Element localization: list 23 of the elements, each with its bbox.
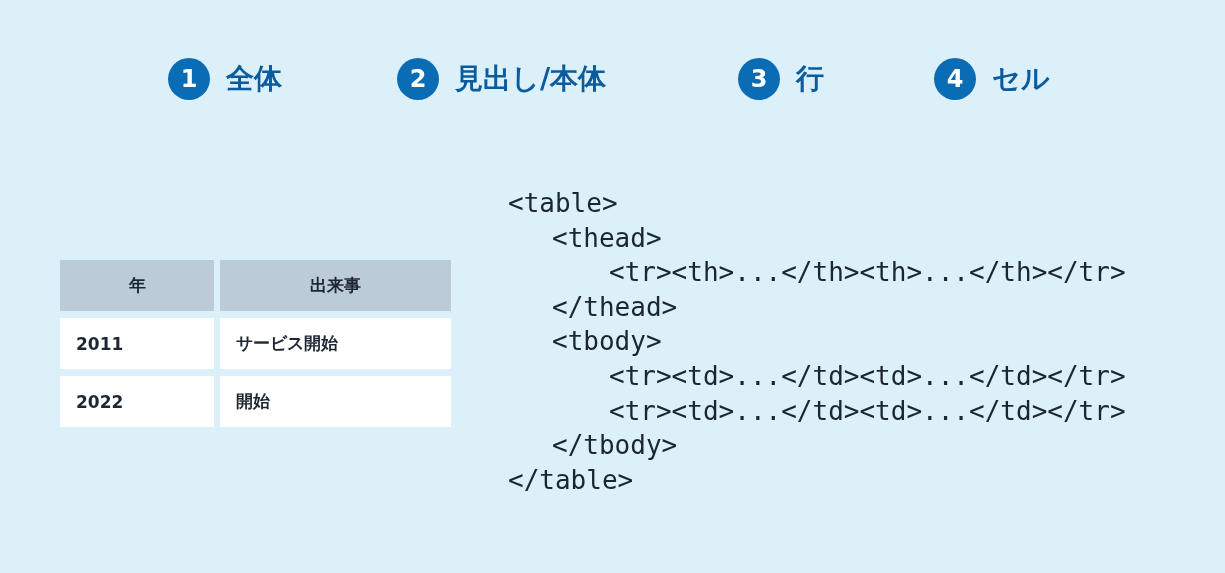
section-label: セル	[992, 61, 1050, 97]
code-line: </table>	[508, 464, 634, 495]
number-badge: 2	[397, 58, 439, 100]
section-label: 行	[796, 61, 824, 97]
code-line: <table>	[508, 188, 618, 218]
code-line: <tr><th>...</th><th>...</th></tr>	[609, 257, 1126, 288]
number-badge: 1	[168, 58, 210, 100]
code-line: <thead>	[552, 222, 662, 253]
code-line: </tbody>	[552, 430, 678, 461]
code-line: </thead>	[552, 291, 678, 322]
code-line: <tr><td>...</td><td>...</td></tr>	[609, 361, 1126, 391]
table-header-cell: 年	[60, 260, 214, 311]
code-line: <tr><td>...</td><td>...</td></tr>	[609, 395, 1126, 426]
table-cell: 2022	[60, 376, 214, 427]
number-badge: 3	[738, 58, 780, 100]
table-header-cell: 出来事	[220, 260, 451, 311]
table-cell: 2011	[60, 318, 214, 369]
section-label: 全体	[226, 61, 282, 97]
table-cell: サービス開始	[220, 318, 451, 369]
number-badge: 4	[934, 58, 976, 100]
section-label: 見出し/本体	[455, 61, 607, 97]
table-cell: 開始	[220, 376, 451, 427]
code-line: <tbody>	[552, 326, 662, 357]
